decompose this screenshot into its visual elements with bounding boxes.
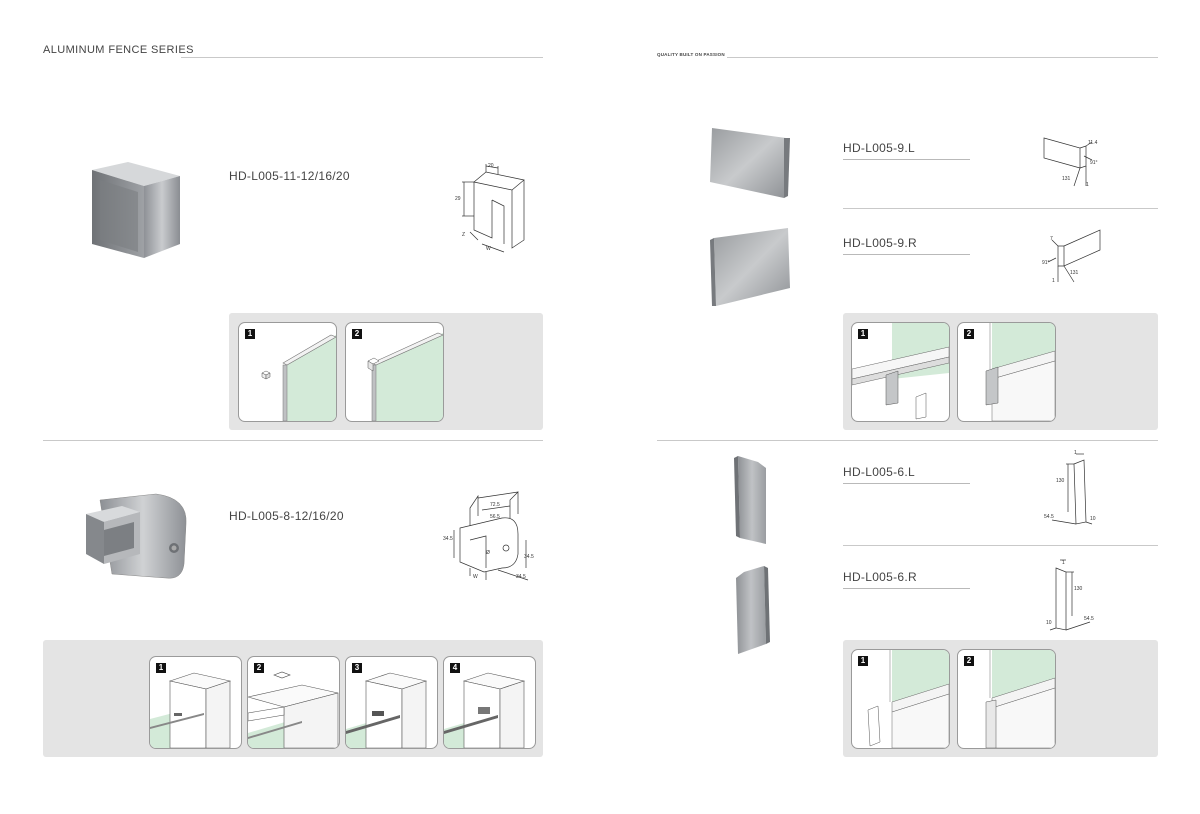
side-cover-left-product-image — [710, 128, 790, 198]
dim-left: 34.5 — [443, 536, 453, 542]
product-code: HD-L005-6.R — [843, 570, 970, 589]
product-code: HD-L005-9.R — [843, 236, 970, 255]
right-header-rule — [727, 57, 1158, 58]
dim-w: W — [473, 574, 478, 580]
install-step-card: 2 — [957, 649, 1056, 749]
step-number: 1 — [858, 656, 868, 666]
end-plate-left-dimension-drawing: 1 130 54.5 10 — [1044, 450, 1096, 525]
installation-panel-2: 1 2 3 4 — [43, 640, 543, 757]
step-number: 1 — [245, 329, 255, 339]
dim-54-5: 54.5 — [1044, 514, 1054, 520]
install-step-card: 1 — [851, 649, 950, 749]
product-code: HD-L005-8-12/16/20 — [229, 509, 344, 523]
dim-top: 20 — [488, 163, 494, 169]
side-cover-right-product-image — [710, 228, 790, 306]
install-step-card: 4 — [443, 656, 536, 749]
dim-angle: 91° — [1090, 160, 1098, 166]
dim-z: Z — [462, 232, 465, 238]
product-code: HD-L005-6.L — [843, 465, 970, 484]
dim-bottom: 34.5 — [516, 574, 526, 580]
installation-panel-3: 1 2 — [843, 313, 1158, 430]
step-number: 1 — [858, 329, 868, 339]
dim-right: 34.5 — [524, 554, 534, 560]
dim-131: 131 — [1070, 270, 1079, 276]
dim-10: 10 — [1090, 516, 1096, 522]
dim-72-5: 72.5 — [490, 502, 500, 508]
end-plate-right-dimension-drawing: 1 130 54.5 10 — [1046, 559, 1094, 631]
product-code: HD-L005-11-12/16/20 — [229, 169, 350, 183]
step-number: 2 — [352, 329, 362, 339]
end-plate-right-product-image — [736, 566, 770, 654]
product-code: HD-L005-9.L — [843, 141, 970, 160]
install-step-card: 1 — [149, 656, 242, 749]
end-cap-dimension-drawing: 20 29 Z W — [455, 163, 525, 253]
step-number: 3 — [352, 663, 362, 673]
section-divider — [657, 440, 1158, 441]
flange-cap-dimension-drawing: 72.5 56.5 34.5 34.5 34.5 Ø W — [443, 491, 534, 581]
step-number: 2 — [964, 329, 974, 339]
dim-1: 1 — [1086, 182, 1089, 188]
dim-130: 130 — [1056, 478, 1065, 484]
install-step-card: 1 — [851, 322, 950, 422]
right-page-title: QUALITY BUILT ON PASSION — [657, 52, 725, 57]
section-divider — [43, 440, 543, 441]
install-step-card: 2 — [345, 322, 444, 422]
side-cover-right-dimension-drawing: 7 91° 131 1 — [1042, 229, 1101, 284]
step-number: 2 — [254, 663, 264, 673]
install-step-card: 2 — [957, 322, 1056, 422]
dim-7: 7 — [1050, 236, 1053, 242]
dim-1: 1 — [1074, 450, 1077, 456]
install-step-card: 3 — [345, 656, 438, 749]
section-divider — [843, 545, 1158, 546]
left-header-rule — [181, 57, 543, 58]
dim-w: W — [486, 246, 491, 252]
flange-cap-product-image — [86, 493, 187, 579]
dim-56-5: 56.5 — [490, 514, 500, 520]
dim-1: 1 — [1052, 278, 1055, 284]
dim-angle: 91° — [1042, 260, 1050, 266]
end-cap-product-image — [92, 162, 180, 258]
end-plate-left-product-image — [734, 456, 766, 544]
step-number: 4 — [450, 663, 460, 673]
section-divider — [843, 208, 1158, 209]
install-step-card: 2 — [247, 656, 340, 749]
dim-11-4: 11.4 — [1088, 140, 1098, 146]
dim-10: 10 — [1046, 620, 1052, 626]
step-number: 2 — [964, 656, 974, 666]
left-page-title: ALUMINUM FENCE SERIES — [43, 44, 194, 56]
installation-panel-4: 1 2 — [843, 640, 1158, 757]
dim-130: 130 — [1074, 586, 1083, 592]
installation-panel-1: 1 2 — [229, 313, 543, 430]
install-step-card: 1 — [238, 322, 337, 422]
dim-height: 29 — [455, 196, 461, 202]
step-number: 1 — [156, 663, 166, 673]
dim-131: 131 — [1062, 176, 1071, 182]
dim-1: 1 — [1062, 560, 1065, 566]
side-cover-left-dimension-drawing: 11.4 91° 131 1 — [1043, 137, 1098, 188]
dim-phi: Ø — [486, 550, 490, 556]
dim-54-5: 54.5 — [1084, 616, 1094, 622]
